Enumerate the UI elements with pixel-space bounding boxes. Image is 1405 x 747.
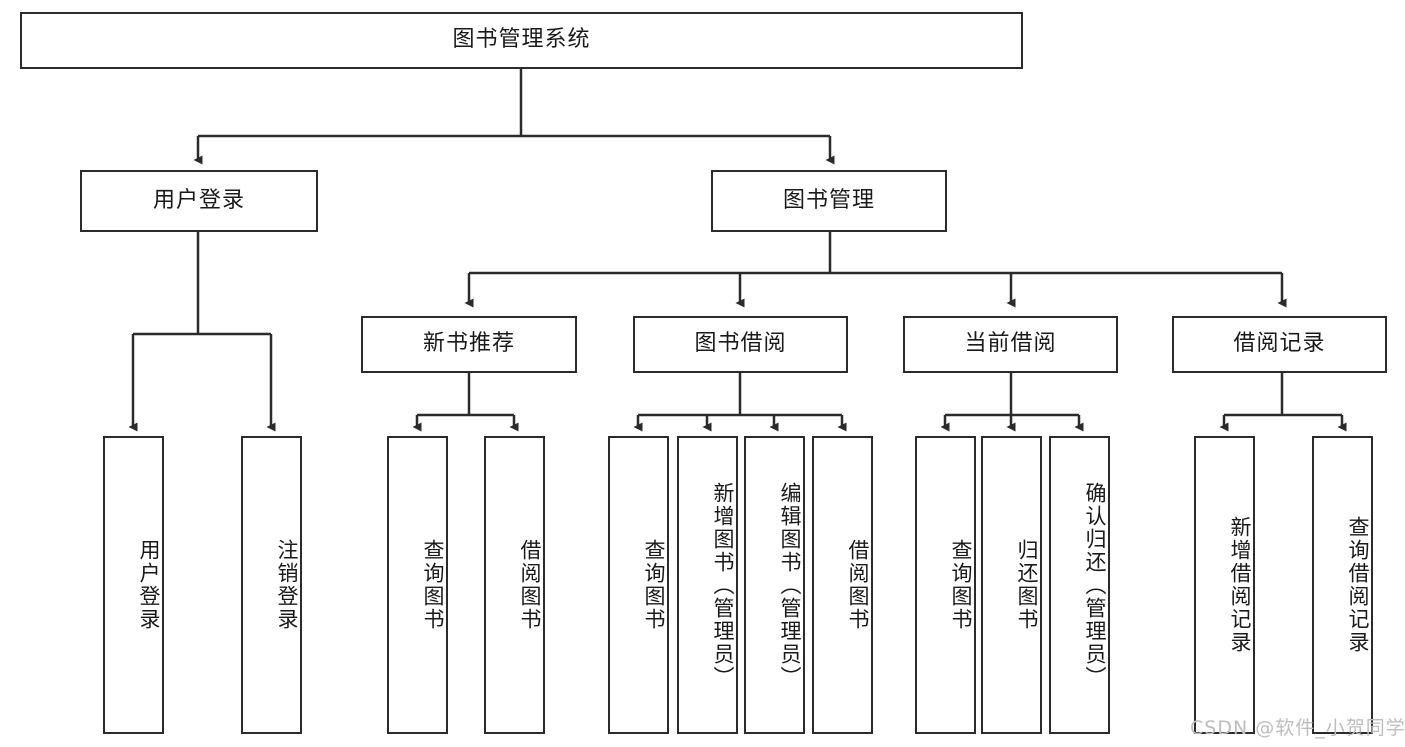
leaf-borrow-records-query[interactable]: 查询借阅记录: [1312, 436, 1373, 734]
node-label: 用户登录: [152, 187, 245, 213]
leaf-book-borrow-borrow[interactable]: 借阅图书: [812, 436, 873, 734]
node-book-borrow[interactable]: 图书借阅: [633, 316, 848, 373]
node-current-borrow[interactable]: 当前借阅: [903, 316, 1118, 373]
node-label: 用户登录: [137, 539, 161, 631]
node-label: 查询借阅记录: [1346, 516, 1370, 654]
node-label: 查询图书: [421, 539, 445, 631]
node-borrow-records[interactable]: 借阅记录: [1172, 316, 1387, 373]
leaf-new-book-borrow[interactable]: 借阅图书: [484, 436, 545, 734]
csdn-watermark: CSDN @软件_小贺同学: [1190, 717, 1405, 739]
node-label: 归还图书: [1015, 539, 1039, 631]
node-label: 新书推荐: [422, 331, 515, 357]
leaf-current-borrow-confirm-admin[interactable]: 确认归还（管理员）: [1049, 436, 1110, 734]
node-book-management[interactable]: 图书管理: [711, 170, 947, 232]
node-label: 图书管理系统: [452, 27, 591, 53]
node-label: 当前借阅: [964, 331, 1057, 357]
leaf-current-borrow-return[interactable]: 归还图书: [981, 436, 1042, 734]
node-root-system[interactable]: 图书管理系统: [20, 12, 1023, 69]
node-label: 借阅记录: [1233, 331, 1326, 357]
node-label: 查询图书: [949, 539, 973, 631]
node-label: 新增借阅记录: [1228, 516, 1252, 654]
leaf-book-borrow-add-admin[interactable]: 新增图书（管理员）: [677, 436, 738, 734]
node-new-book-recommend[interactable]: 新书推荐: [361, 316, 577, 373]
leaf-borrow-records-add[interactable]: 新增借阅记录: [1194, 436, 1255, 734]
node-label: 确认归还（管理员）: [1083, 481, 1107, 689]
node-label: 借阅图书: [518, 539, 542, 631]
leaf-book-borrow-query[interactable]: 查询图书: [608, 436, 669, 734]
node-label: 新增图书（管理员）: [711, 481, 735, 689]
node-label: 图书借阅: [694, 331, 787, 357]
leaf-new-book-query[interactable]: 查询图书: [387, 436, 448, 734]
node-label: 查询图书: [642, 539, 666, 631]
node-label: 图书管理: [782, 187, 875, 213]
node-user-login[interactable]: 用户登录: [80, 170, 318, 232]
node-label: 注销登录: [275, 539, 299, 631]
leaf-current-borrow-query[interactable]: 查询图书: [915, 436, 976, 734]
node-label: 编辑图书（管理员）: [778, 481, 802, 689]
leaf-book-borrow-edit-admin[interactable]: 编辑图书（管理员）: [744, 436, 805, 734]
leaf-user-login-signout[interactable]: 注销登录: [241, 436, 302, 734]
node-label: 借阅图书: [846, 539, 870, 631]
leaf-user-login-signin[interactable]: 用户登录: [103, 436, 164, 734]
